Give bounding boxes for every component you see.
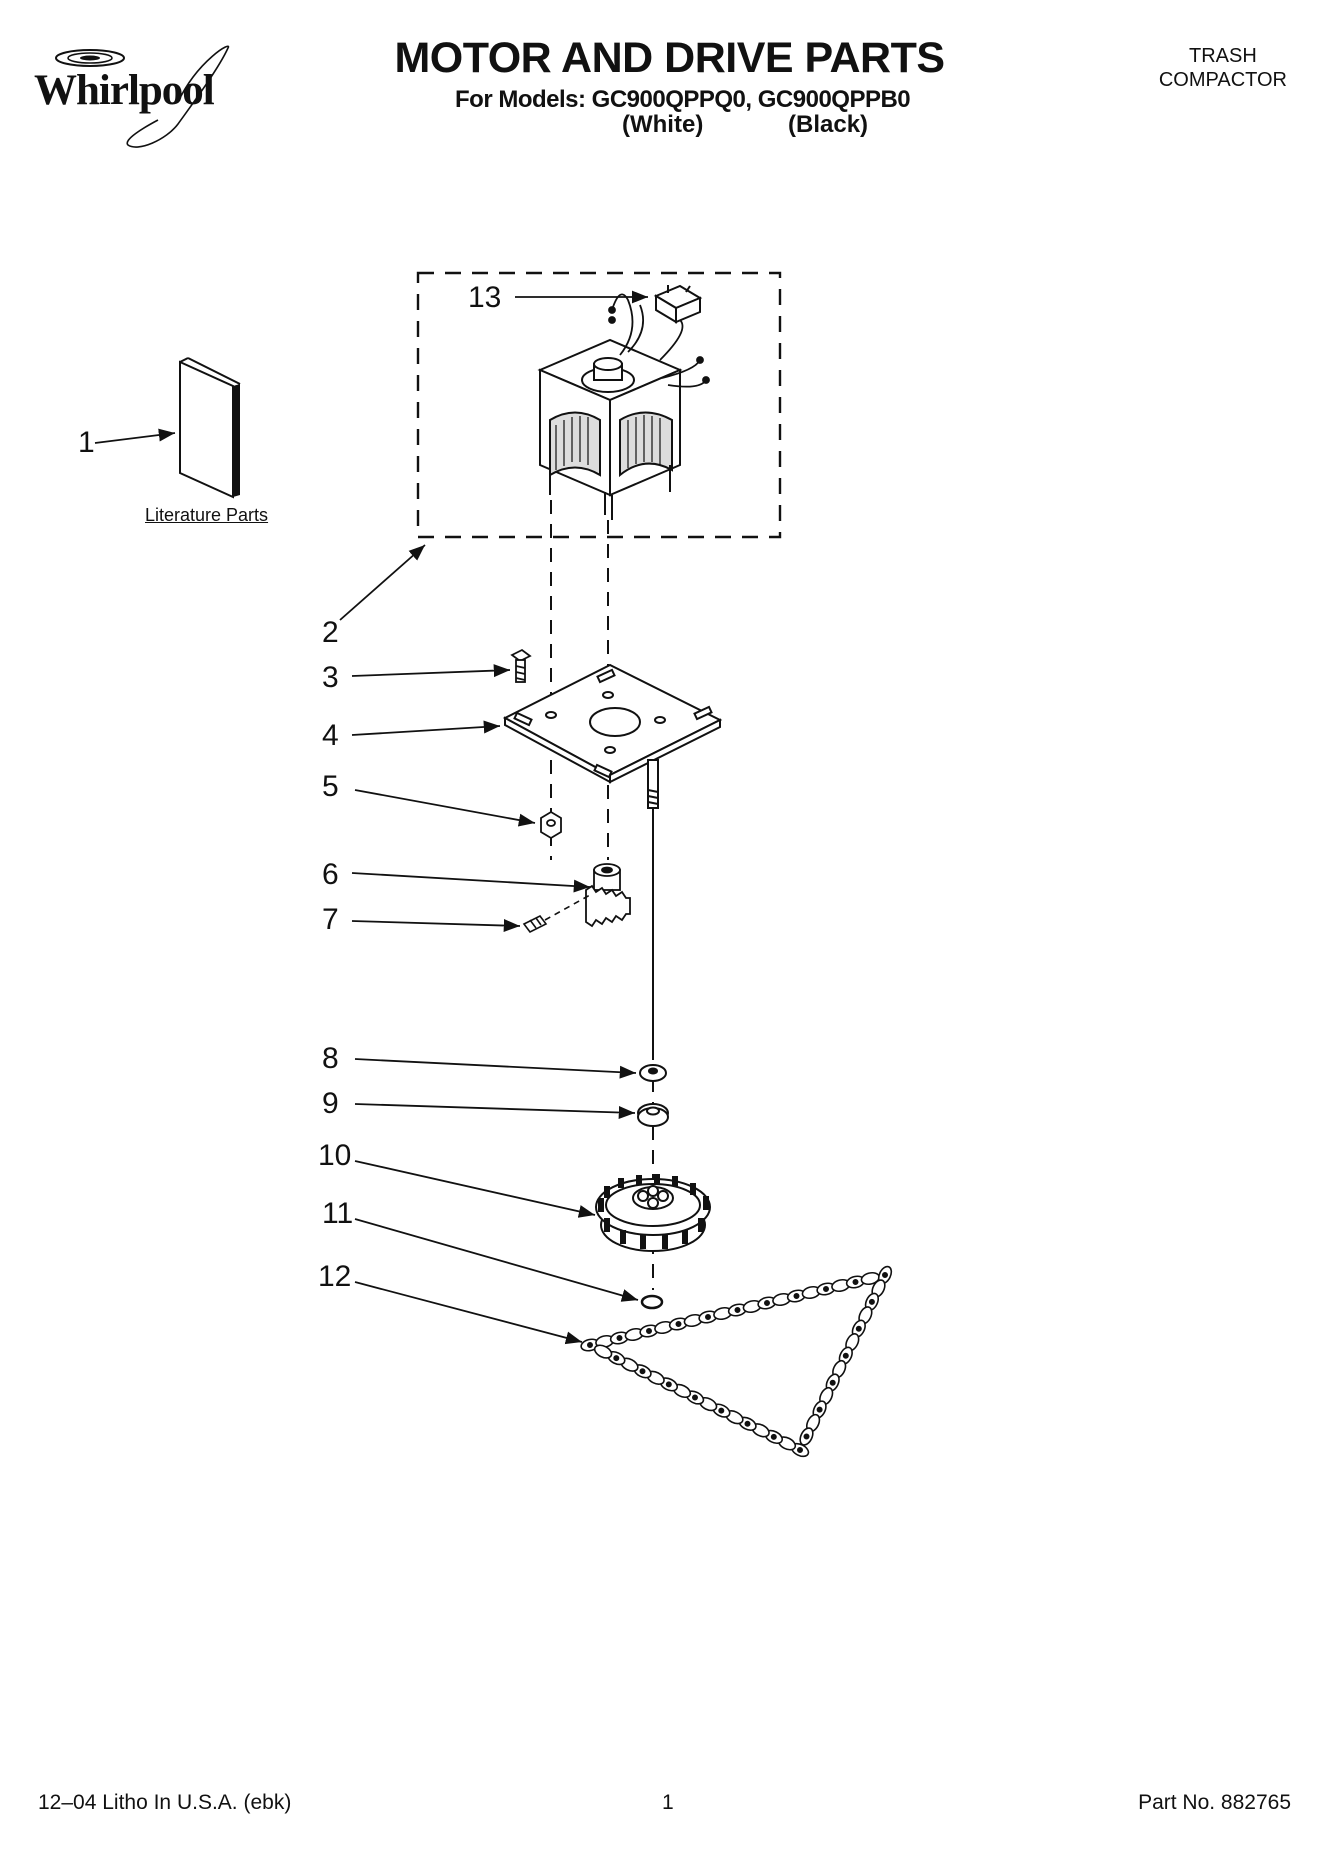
chain-pin xyxy=(691,1394,698,1401)
callout-2: 2 xyxy=(322,616,339,649)
model-numbers: For Models: GC900QPPQ0, GC900QPPB0 xyxy=(455,86,911,113)
category-line-2: COMPACTOR xyxy=(1158,69,1287,91)
chain-pin xyxy=(770,1433,777,1440)
variant-white: (White) xyxy=(622,111,704,138)
chain-pin xyxy=(645,1328,652,1335)
callout-12: 12 xyxy=(318,1260,352,1293)
callout-10: 10 xyxy=(318,1139,352,1172)
whirlpool-swirl-logo-icon xyxy=(55,45,230,148)
chain-pin xyxy=(763,1300,770,1307)
category-line-1: TRASH xyxy=(1189,45,1257,67)
callout-8: 8 xyxy=(322,1042,339,1075)
literature-parts-label: Literature Parts xyxy=(145,505,269,525)
hex-nut-icon xyxy=(540,810,562,840)
chain-pin xyxy=(829,1379,836,1386)
literature-booklet-icon xyxy=(179,357,241,499)
sprocket-icon xyxy=(595,1174,711,1252)
callout-11: 11 xyxy=(322,1197,354,1230)
chain-pin xyxy=(842,1352,849,1359)
chain-pin xyxy=(796,1447,803,1454)
callout-4: 4 xyxy=(322,719,339,752)
chain-pin xyxy=(675,1321,682,1328)
callout-6: 6 xyxy=(322,858,339,891)
chain-pin xyxy=(639,1368,646,1375)
chain-pin xyxy=(881,1272,888,1279)
part-number: Part No. 882765 xyxy=(1138,1791,1291,1814)
page-title: MOTOR AND DRIVE PARTS xyxy=(394,34,945,82)
motor-icon xyxy=(537,338,683,520)
page-number: 1 xyxy=(662,1791,674,1814)
chain-pin xyxy=(586,1342,593,1349)
set-screw-icon xyxy=(522,914,548,934)
callout-1: 1 xyxy=(78,426,95,459)
variant-black: (Black) xyxy=(788,111,869,138)
callout-3: 3 xyxy=(322,661,339,694)
pinion-gear-icon xyxy=(585,863,631,928)
chain-pin xyxy=(852,1279,859,1286)
callout-7: 7 xyxy=(322,903,339,936)
callout-9: 9 xyxy=(322,1087,339,1120)
motor-assembly-box xyxy=(416,271,782,539)
chain-pin xyxy=(665,1381,672,1388)
chain-pin xyxy=(822,1286,829,1293)
connector-icon xyxy=(653,284,703,324)
chain-pin xyxy=(803,1433,810,1440)
chain-pin xyxy=(704,1314,711,1321)
product-category: TRASH COMPACTOR xyxy=(1159,44,1287,92)
chain-pin xyxy=(613,1355,620,1362)
chain-pin xyxy=(868,1298,875,1305)
screw-icon xyxy=(510,648,532,683)
callout-13: 13 xyxy=(468,281,502,314)
roller-chain-icon xyxy=(580,1265,893,1458)
chain-pin xyxy=(734,1307,741,1314)
washer-small-icon xyxy=(639,1064,667,1082)
chain-link xyxy=(593,1344,613,1359)
retaining-clip-icon xyxy=(640,1294,664,1310)
brand-wordmark: Whirlpool xyxy=(34,67,215,114)
chain-pin xyxy=(793,1293,800,1300)
mounting-plate-icon xyxy=(502,663,723,809)
chain-pin xyxy=(744,1420,751,1427)
chain-pin xyxy=(816,1406,823,1413)
washer-large-icon xyxy=(637,1103,669,1127)
chain-pin xyxy=(855,1325,862,1332)
chain-pin xyxy=(616,1335,623,1342)
print-info: 12–04 Litho In U.S.A. (ebk) xyxy=(38,1791,292,1814)
chain-pin xyxy=(718,1407,725,1414)
callout-5: 5 xyxy=(322,770,339,803)
